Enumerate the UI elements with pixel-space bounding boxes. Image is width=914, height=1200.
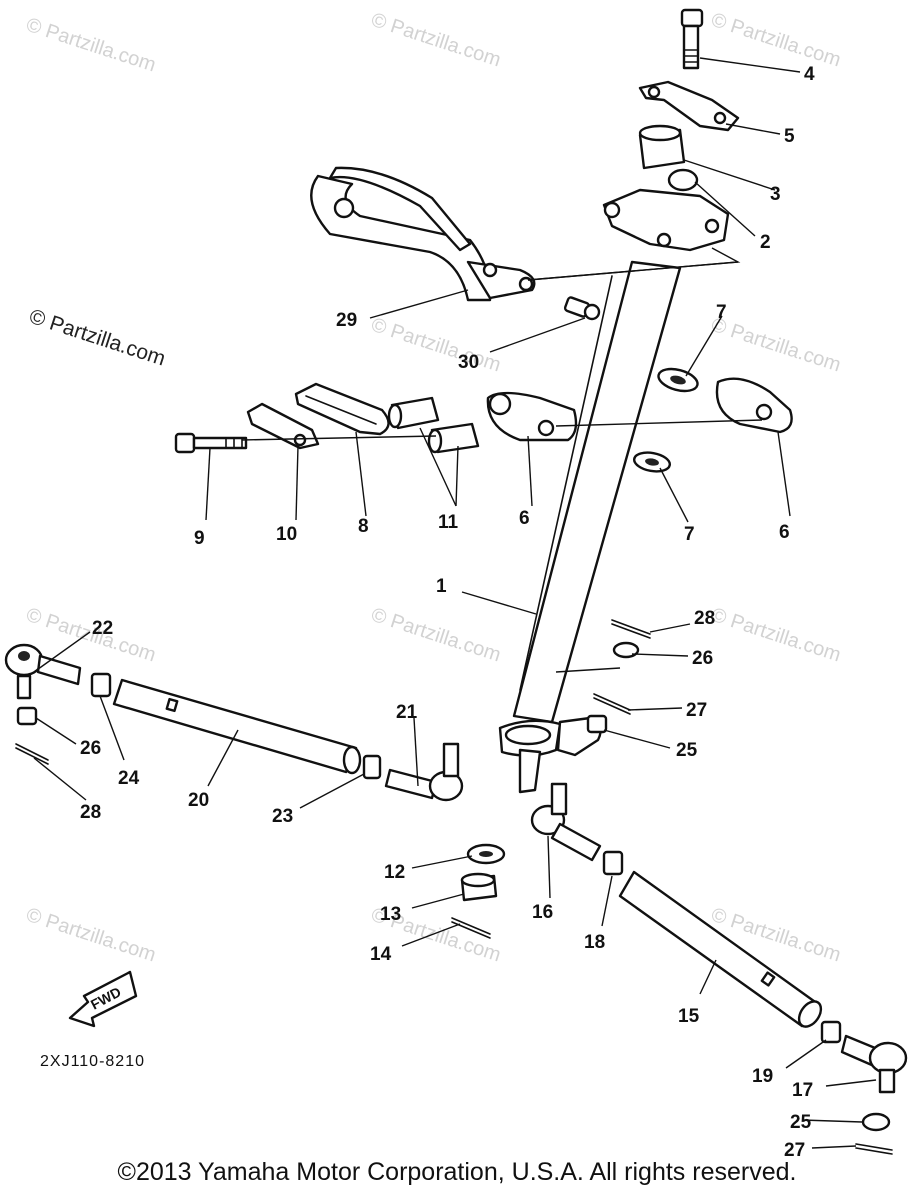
- washer-part-12[interactable]: [466, 843, 506, 865]
- steering-column-part[interactable]: [498, 260, 682, 794]
- lock-nut-part-bottom[interactable]: [820, 1020, 842, 1044]
- diagram-code: 2XJ110-8210: [40, 1053, 145, 1070]
- watermark: © Partzilla.com: [23, 904, 158, 967]
- bushing-part-13[interactable]: [460, 872, 498, 902]
- callout-7-lower: 7: [684, 524, 695, 545]
- nut-part-lower[interactable]: [861, 1112, 891, 1132]
- watermark: © Partzilla.com: [368, 9, 503, 72]
- callout-10: 10: [276, 524, 297, 545]
- callout-20: 20: [188, 790, 209, 811]
- castle-nut-part-left[interactable]: [16, 706, 38, 726]
- watermark: © Partzilla.com: [23, 14, 158, 77]
- callout-23: 23: [272, 806, 293, 827]
- callout-8: 8: [358, 516, 369, 537]
- callout-12: 12: [384, 862, 405, 883]
- lock-nut-part-right[interactable]: [602, 850, 624, 876]
- column-bushing-part[interactable]: [638, 124, 686, 170]
- castle-nut-part-upper[interactable]: [612, 641, 640, 659]
- callout-17: 17: [792, 1080, 813, 1101]
- callout-14: 14: [370, 944, 392, 965]
- callout-9: 9: [194, 528, 205, 549]
- callout-5: 5: [784, 126, 795, 147]
- callout-24: 24: [118, 768, 140, 789]
- watermark: © Partzilla.com: [368, 314, 503, 377]
- callout-25-upper: 25: [676, 740, 698, 761]
- callout-16: 16: [532, 902, 553, 923]
- callout-25-lower: 25: [790, 1112, 812, 1133]
- washer-part-lower[interactable]: [633, 450, 672, 474]
- washer-part-upper[interactable]: [656, 365, 700, 395]
- callout-7-upper: 7: [716, 302, 727, 323]
- watermark: © Partzilla.com: [708, 314, 843, 377]
- callout-28-left: 28: [80, 802, 101, 823]
- callout-6-right: 6: [779, 522, 790, 543]
- callout-30: 30: [458, 352, 479, 373]
- tie-rod-end-part-middle[interactable]: [384, 742, 464, 802]
- cotter-pin-part-middle[interactable]: [593, 693, 631, 715]
- callout-19: 19: [752, 1066, 773, 1087]
- holder-part-left[interactable]: [486, 391, 578, 442]
- lock-plate-part[interactable]: [246, 402, 320, 450]
- watermark: © Partzilla.com: [368, 604, 503, 667]
- callout-labels: 1 2 3 4 5 6 6 7 7 8 9 10 11 12 13 14 15 …: [80, 64, 815, 1161]
- callout-3: 3: [770, 184, 781, 205]
- copyright-notice: ©2013 Yamaha Motor Corporation, U.S.A. A…: [117, 1158, 797, 1186]
- forward-arrow-icon: FWD: [68, 970, 138, 1028]
- tie-rod-end-part-bottom[interactable]: [840, 1034, 908, 1094]
- callout-6-left: 6: [519, 508, 530, 529]
- cotter-pin-part-left[interactable]: [15, 743, 49, 765]
- callout-4: 4: [804, 64, 815, 85]
- callout-13: 13: [380, 904, 401, 925]
- watermark-group: © Partzilla.com © Partzilla.com © Partzi…: [23, 9, 843, 967]
- tie-rod-end-part-left[interactable]: [4, 643, 82, 700]
- callout-29: 29: [336, 310, 357, 331]
- callout-26-right: 26: [692, 648, 713, 669]
- collar-part[interactable]: [387, 396, 480, 454]
- callout-11: 11: [438, 512, 459, 533]
- lock-nut-part-left[interactable]: [90, 672, 112, 698]
- callout-1: 1: [436, 576, 447, 597]
- callout-15: 15: [678, 1006, 700, 1027]
- callout-18: 18: [584, 932, 605, 953]
- callout-26-left: 26: [80, 738, 101, 759]
- tie-rod-part-left[interactable]: [112, 678, 362, 775]
- top-bolt-part[interactable]: [680, 8, 704, 70]
- callout-22: 22: [92, 618, 113, 639]
- holder-loop-part[interactable]: [294, 382, 390, 436]
- cotter-pin-part-upper[interactable]: [611, 619, 651, 639]
- bracket-bolt-part[interactable]: [563, 296, 601, 321]
- callout-28-right: 28: [694, 608, 715, 629]
- callout-2: 2: [760, 232, 771, 253]
- cotter-pin-part-lower[interactable]: [855, 1143, 893, 1155]
- callout-27-lower: 27: [784, 1140, 805, 1161]
- leader-lines: [33, 57, 877, 1149]
- bracket-part[interactable]: [310, 166, 536, 302]
- callout-21: 21: [396, 702, 418, 723]
- nut-part-upper[interactable]: [586, 714, 608, 734]
- tie-rod-part-right[interactable]: [618, 870, 825, 1031]
- column-plate-part[interactable]: [638, 80, 740, 132]
- column-clamp-lower-part[interactable]: [602, 168, 730, 252]
- holder-bolt-part[interactable]: [174, 432, 248, 454]
- watermark: © Partzilla.com: [708, 604, 843, 667]
- tie-rod-end-part-right[interactable]: [530, 782, 602, 862]
- watermark-dark: © Partzilla.com: [26, 305, 168, 371]
- lock-nut-part-middle[interactable]: [362, 754, 382, 780]
- callout-27-upper: 27: [686, 700, 707, 721]
- holder-part-right[interactable]: [715, 377, 793, 434]
